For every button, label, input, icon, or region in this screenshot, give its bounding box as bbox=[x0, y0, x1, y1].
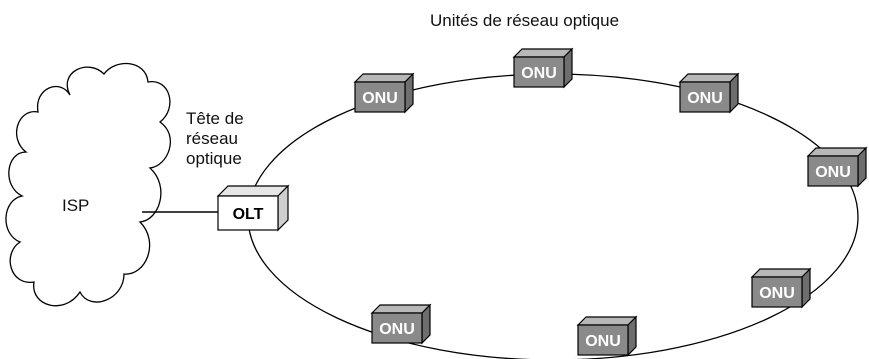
onu-label: ONU bbox=[759, 285, 795, 302]
onu-label: ONU bbox=[687, 90, 723, 107]
onu-box-right: ONU bbox=[806, 146, 868, 188]
onu-box-bottom-left: ONU bbox=[370, 303, 432, 345]
onu-box-top-left: ONU bbox=[353, 72, 415, 114]
onu-group-title: Unités de réseau optique bbox=[430, 11, 619, 30]
olt-caption-line-3: optique bbox=[186, 149, 242, 168]
isp-cloud bbox=[5, 62, 171, 307]
olt-label: OLT bbox=[233, 206, 264, 223]
onu-label: ONU bbox=[521, 65, 557, 82]
olt-caption-line-1: Tête de bbox=[186, 109, 244, 128]
fiber-ring bbox=[247, 73, 859, 359]
isp-label: ISP bbox=[62, 196, 89, 215]
onu-label: ONU bbox=[585, 333, 621, 350]
onu-box-bottom-center: ONU bbox=[576, 315, 638, 357]
olt-box: OLT bbox=[216, 184, 290, 232]
olt-caption-line-2: réseau bbox=[186, 129, 238, 148]
onu-box-top-center: ONU bbox=[512, 47, 574, 89]
onu-label: ONU bbox=[379, 321, 415, 338]
onu-label: ONU bbox=[815, 164, 851, 181]
onu-label: ONU bbox=[362, 90, 398, 107]
onu-box-top-right: ONU bbox=[678, 72, 740, 114]
onu-box-bottom-right: ONU bbox=[750, 267, 812, 309]
